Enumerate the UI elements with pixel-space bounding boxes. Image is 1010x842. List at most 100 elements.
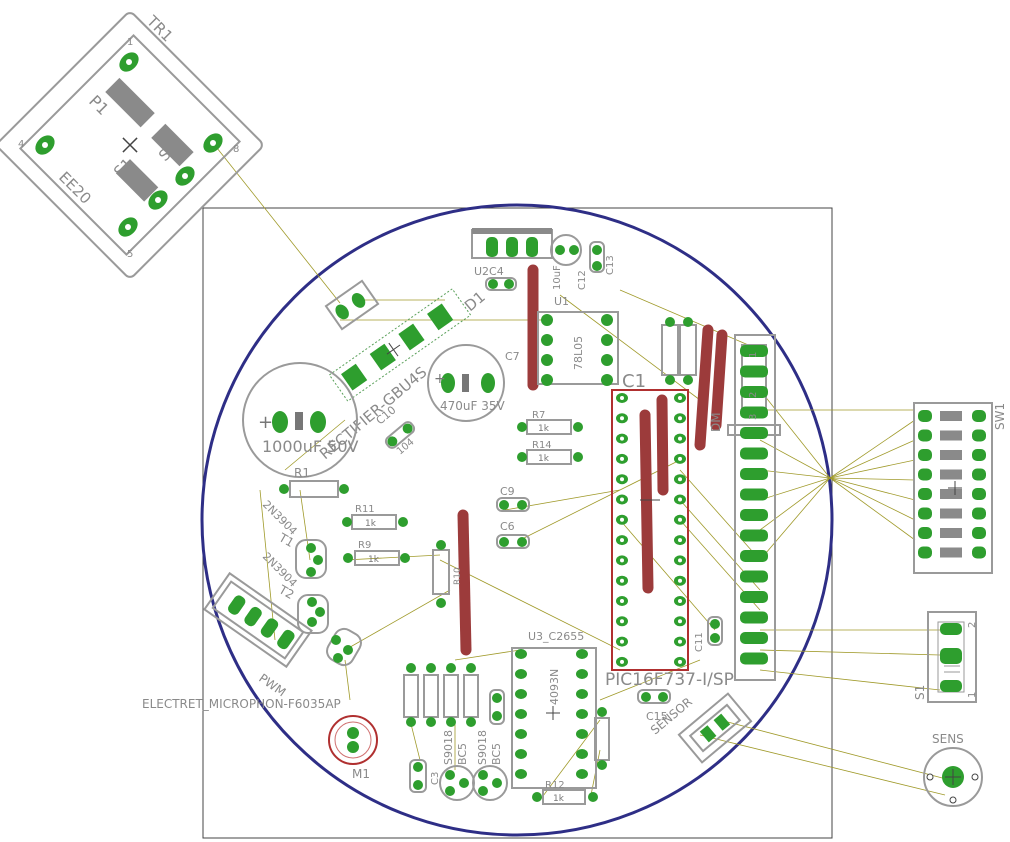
board-circle <box>200 203 834 837</box>
capacitor-c12[interactable] <box>550 234 582 266</box>
sw1-pad <box>972 449 986 461</box>
r14-value: 1k <box>538 454 550 464</box>
resistor-r10[interactable] <box>432 540 450 608</box>
resistor-r12[interactable]: 1k <box>532 789 598 805</box>
bc5-a-label: BC5 <box>456 743 469 765</box>
tr-pin8-label: 8 <box>233 144 239 155</box>
tr-pin4-label: 4 <box>18 139 24 150</box>
u1-part: 78L05 <box>572 336 585 370</box>
p1-label: P1 <box>85 91 112 118</box>
s9018-b-label: S9018 <box>476 730 489 765</box>
dm-pin <box>740 345 768 357</box>
capacitor-c4[interactable] <box>485 277 517 291</box>
capacitor-c9[interactable] <box>496 497 530 512</box>
r11-label: R11 <box>355 504 375 515</box>
c1-label: C1 <box>622 371 646 392</box>
c10-value: 104 <box>395 437 417 458</box>
dm-pin3: 3 <box>748 414 759 420</box>
ic-u1[interactable] <box>537 311 619 386</box>
capacitor-vertical-mid[interactable] <box>489 689 505 725</box>
pwm-connector[interactable] <box>203 571 313 669</box>
resistor-bank[interactable] <box>403 663 479 727</box>
copper-traces <box>457 264 728 656</box>
t1-label: T1 <box>276 530 297 550</box>
capacitor-c13[interactable] <box>589 241 605 273</box>
transistor-near-pwm[interactable] <box>323 625 364 668</box>
r11-value: 1k <box>365 519 377 529</box>
transistor-t2[interactable] <box>297 594 329 634</box>
dm-pin <box>740 406 768 419</box>
resistor-r14[interactable]: 1k <box>517 449 583 465</box>
sw1-pad <box>918 468 932 481</box>
u3-part: 4093N <box>548 669 561 705</box>
sw1-pad <box>972 488 986 500</box>
resistor-r1[interactable] <box>279 480 349 498</box>
sens-label: SENS <box>932 732 964 746</box>
capacitor-c3[interactable] <box>409 759 427 793</box>
resistor-r7[interactable]: 1k <box>517 419 583 435</box>
sw1-pad <box>918 527 932 539</box>
dm-pin <box>740 468 768 480</box>
switch-s1[interactable] <box>927 611 977 703</box>
capacitor-c7[interactable]: + <box>427 344 505 422</box>
dm-pin <box>740 591 768 603</box>
c6-label: C6 <box>500 520 515 533</box>
tr-pin5-label: 5 <box>127 249 133 260</box>
resistor-r9[interactable]: 1k <box>343 550 410 566</box>
sw1-pad <box>972 468 986 481</box>
sw1-pad <box>918 410 932 422</box>
sw1-pad <box>918 488 932 500</box>
r9-label: R9 <box>358 540 371 551</box>
regulator-u2[interactable] <box>471 228 553 259</box>
capacitor-c15[interactable] <box>637 689 671 704</box>
capacitor-c6[interactable] <box>496 534 530 549</box>
capacitor-c11[interactable] <box>707 616 723 646</box>
c11-label: C11 <box>694 632 705 652</box>
dm-pin <box>740 550 768 562</box>
dm-connector[interactable] <box>727 334 781 681</box>
capacitor-1000uf[interactable]: + <box>242 362 358 478</box>
c7-label: C7 <box>505 350 520 363</box>
diode-d1[interactable] <box>324 279 380 331</box>
sw1-pad <box>918 546 932 559</box>
transistor-t1[interactable] <box>295 539 327 579</box>
sw1-pad <box>972 546 986 559</box>
sw1-pad <box>972 429 986 442</box>
transformer-tr1[interactable] <box>0 11 264 280</box>
dm-pin2: 2 <box>748 392 759 398</box>
c15-label: C15 <box>646 710 668 723</box>
sw1-pad <box>918 429 932 442</box>
t2-part: 2N3904 <box>260 550 300 590</box>
mcu-pic16f737[interactable] <box>611 389 689 671</box>
transistor-s9018-b[interactable] <box>472 765 508 801</box>
ic-u3[interactable] <box>511 647 597 789</box>
s1-label: S1 <box>913 685 927 700</box>
s9018-a-label: S9018 <box>442 730 455 765</box>
dm-pin1: 1 <box>748 352 759 358</box>
dm-pin <box>740 365 768 378</box>
resistor-r5[interactable] <box>661 317 697 385</box>
r12-label: R12 <box>545 780 565 791</box>
r9-value: 1k <box>368 555 380 565</box>
dm-pin <box>740 570 768 583</box>
c3-label: C3 <box>430 772 441 785</box>
r14-label: R14 <box>532 440 552 451</box>
sw1-label: SW1 <box>993 403 1007 430</box>
switch-sw1[interactable] <box>913 402 993 574</box>
u2c4-label: U2C4 <box>474 265 504 278</box>
transistor-s9018-a[interactable] <box>439 765 475 801</box>
resistor-r11[interactable]: 1k <box>342 514 408 530</box>
u1-label: U1 <box>554 295 569 308</box>
sens-sensor[interactable] <box>923 747 983 807</box>
r12-value: 1k <box>553 794 565 804</box>
t1-part: 2N3904 <box>260 498 300 538</box>
sensor-connector[interactable] <box>677 692 753 764</box>
capacitor-c10[interactable] <box>384 420 416 450</box>
electret-microphone-m1[interactable] <box>328 715 378 765</box>
dm-pin <box>740 447 768 460</box>
r10-label: R10 <box>453 567 463 585</box>
s1-pin1: 1 <box>967 692 978 698</box>
resistor-vertical-right[interactable] <box>594 707 610 770</box>
dm-pin <box>740 632 768 644</box>
dm-pin <box>740 386 768 398</box>
